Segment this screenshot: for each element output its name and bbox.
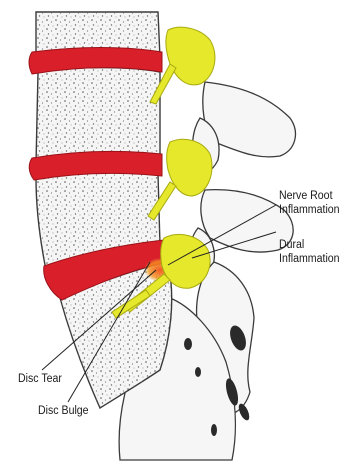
- label-disc-tear: Disc Tear: [18, 372, 62, 386]
- label-dural-line1: Dural: [279, 238, 340, 252]
- label-nerve-root-line1: Nerve Root: [279, 189, 340, 203]
- label-disc-bulge: Disc Bulge: [38, 404, 89, 418]
- label-nerve-root-line2: Inflammation: [279, 203, 340, 217]
- nerve-root-upper: [166, 27, 215, 85]
- label-dural-inflammation: Dural Inflammation: [279, 238, 340, 266]
- label-dural-line2: Inflammation: [279, 252, 340, 266]
- label-nerve-root-inflammation: Nerve Root Inflammation: [279, 189, 340, 217]
